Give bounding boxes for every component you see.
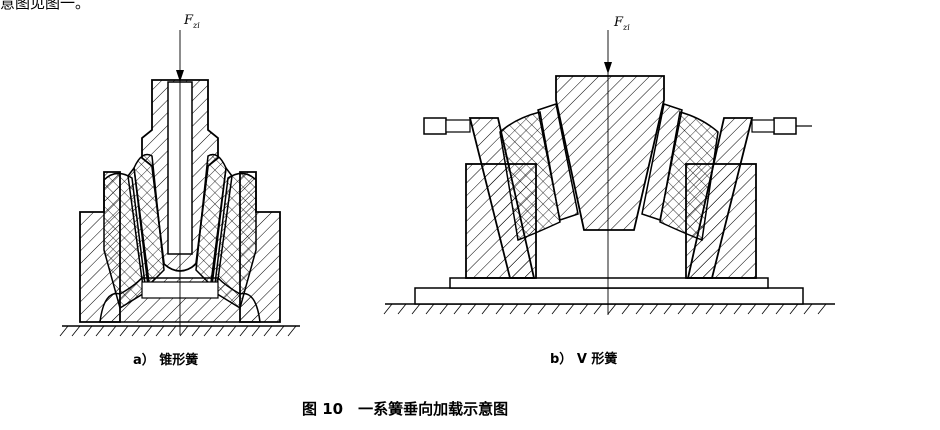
force-label-left-subscript: zi bbox=[192, 21, 200, 30]
base-plate-bottom bbox=[414, 287, 804, 305]
figure-caption: 图 10 一系簧垂向加载示意图 bbox=[302, 400, 508, 418]
force-label-left: F bbox=[183, 13, 194, 28]
v-spring-diagram: F zi bbox=[383, 15, 835, 315]
inclined-bracket-right bbox=[686, 117, 754, 279]
caption-b: b） V 形簧 bbox=[550, 351, 617, 367]
metal-shim-right bbox=[641, 103, 683, 221]
ground-hatch-left bbox=[59, 325, 297, 337]
bolt-shank-right bbox=[751, 119, 775, 133]
bolt-head-right bbox=[773, 117, 797, 135]
central-v-wedge bbox=[555, 75, 665, 231]
metal-shim-left bbox=[537, 103, 579, 221]
ground-hatch-right bbox=[383, 303, 827, 315]
base-plate-top bbox=[449, 277, 769, 289]
force-label-right-subscript: zi bbox=[622, 23, 630, 32]
bolt-head-left bbox=[423, 117, 447, 135]
force-arrowhead-right bbox=[604, 62, 612, 74]
top-text-fragment: 意图见图一。 bbox=[0, 0, 90, 12]
force-arrowhead-left bbox=[176, 70, 184, 82]
caption-a: a） 锥形簧 bbox=[133, 352, 198, 368]
bolt-shank-left bbox=[445, 119, 471, 133]
cone-spring-diagram: F zi bbox=[59, 13, 300, 337]
force-label-right: F bbox=[613, 15, 624, 30]
